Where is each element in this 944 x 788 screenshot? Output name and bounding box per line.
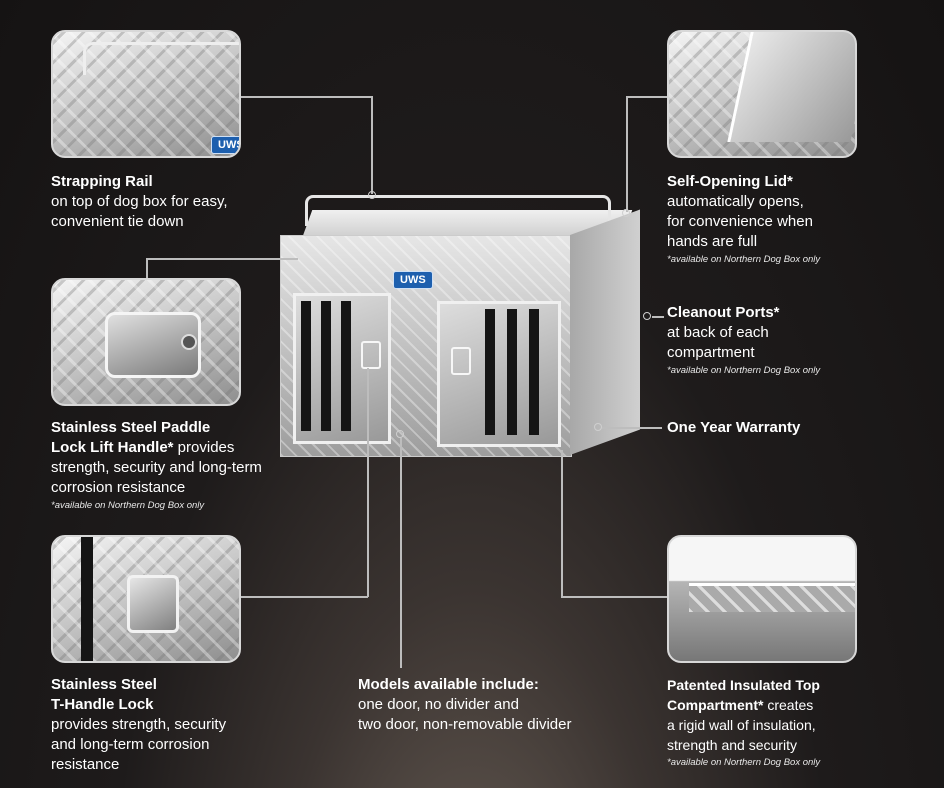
- connector-warranty: [602, 427, 662, 429]
- connector-insulated-v: [561, 450, 563, 597]
- connector-insulated-h: [561, 596, 667, 598]
- callout-title: Compartment*: [667, 697, 764, 713]
- callout-body-line: two door, non-removable divider: [358, 716, 572, 733]
- callout-title: Lock Lift Handle*: [51, 439, 174, 456]
- uws-logo-badge-main: UWS: [393, 271, 433, 289]
- callout-body-line: strength, security and long-term: [51, 459, 262, 476]
- callout-note: *available on Northern Dog Box only: [667, 757, 821, 768]
- callout-title: Stainless Steel: [51, 676, 157, 693]
- box-side: [570, 209, 640, 455]
- callout-note: *available on Northern Dog Box only: [667, 365, 821, 376]
- callout-models: Models available include: one door, no d…: [358, 675, 628, 735]
- callout-note: *available on Northern Dog Box only: [667, 254, 821, 265]
- callout-title: Stainless Steel Paddle: [51, 419, 211, 436]
- callout-body-line: automatically opens,: [667, 193, 804, 210]
- connector-paddle-h: [146, 258, 298, 260]
- callout-body-line: hands are full: [667, 233, 758, 250]
- callout-title-line2: Lock Lift Handle* provides: [51, 438, 331, 458]
- rail-graphic: [83, 42, 239, 75]
- callout-title-line2: Compartment* creates: [667, 695, 917, 715]
- left-door-handle: [361, 341, 381, 369]
- callout-body-line: a rigid wall of insulation,: [667, 717, 816, 733]
- left-door-vent-1: [301, 301, 311, 431]
- callout-body-line: and long-term corrosion: [51, 736, 210, 753]
- callout-body-line: resistance: [51, 756, 120, 773]
- paddle-lock-photo: [51, 278, 241, 406]
- right-door-vent-1: [485, 309, 495, 435]
- callout-title: Patented Insulated Top: [667, 677, 820, 693]
- callout-title: Strapping Rail: [51, 173, 153, 190]
- callout-cleanout-ports: Cleanout Ports* at back of each compartm…: [667, 303, 907, 379]
- left-door-vent-3: [341, 301, 351, 431]
- callout-warranty: One Year Warranty: [667, 418, 907, 438]
- callout-body-line: strength and security: [667, 737, 797, 753]
- callout-body-line: at back of each: [667, 324, 769, 341]
- callout-t-handle: Stainless Steel T-Handle Lock provides s…: [51, 675, 301, 775]
- connector-paddle-v: [146, 258, 148, 278]
- connector-dot-cleanout: [643, 312, 651, 320]
- callout-title: One Year Warranty: [667, 419, 801, 436]
- callout-self-opening-lid: Self-Opening Lid* automatically opens, f…: [667, 172, 907, 268]
- lid-graphic: [727, 32, 855, 142]
- callout-body-line: one door, no divider and: [358, 696, 519, 713]
- callout-title: Models available include:: [358, 676, 539, 693]
- connector-lid-h: [626, 96, 667, 98]
- t-handle-graphic: [127, 575, 179, 633]
- connector-strapping-h: [241, 96, 372, 98]
- callout-note: *available on Northern Dog Box only: [51, 500, 205, 511]
- connector-dot-models: [396, 430, 404, 438]
- callout-body-line: on top of dog box for easy,: [51, 193, 228, 210]
- connector-dot-strapping: [368, 191, 376, 199]
- strapping-rail-photo: UWS: [51, 30, 241, 158]
- connector-dot-warranty: [594, 423, 602, 431]
- callout-body-line: compartment: [667, 344, 755, 361]
- callout-body-line: for convenience when: [667, 213, 813, 230]
- insulated-top-photo: [667, 535, 857, 663]
- t-handle-lock-photo: [51, 535, 241, 663]
- callout-title: Self-Opening Lid*: [667, 173, 793, 190]
- callout-body-line: provides strength, security: [51, 716, 227, 733]
- left-door-vent-2: [321, 301, 331, 431]
- uws-logo-badge: UWS: [211, 136, 239, 154]
- self-opening-lid-photo: [667, 30, 857, 158]
- callout-title-suffix: provides: [173, 439, 235, 456]
- connector-thandle-v: [367, 368, 369, 597]
- callout-insulated-top: Patented Insulated Top Compartment* crea…: [667, 675, 917, 771]
- callout-body-line: convenient tie down: [51, 213, 184, 230]
- connector-strapping-v: [371, 96, 373, 194]
- right-door-handle: [451, 347, 471, 375]
- callout-body-line: corrosion resistance: [51, 479, 186, 496]
- callout-strapping-rail: Strapping Rail on top of dog box for eas…: [51, 172, 281, 232]
- right-door-vent-3: [529, 309, 539, 435]
- lock-cylinder-icon: [181, 334, 197, 350]
- callout-title: Cleanout Ports*: [667, 304, 780, 321]
- connector-dot-lid: [622, 209, 630, 217]
- right-door-vent-2: [507, 309, 517, 435]
- connector-thandle-h: [241, 596, 368, 598]
- vent-bar: [81, 537, 93, 661]
- callout-title: T-Handle Lock: [51, 696, 154, 713]
- strapping-rail: [305, 195, 611, 226]
- connector-lid-v: [626, 96, 628, 212]
- connector-cleanout: [652, 316, 664, 318]
- dog-box-image: UWS: [275, 195, 645, 460]
- callout-title-suffix: creates: [763, 697, 814, 713]
- connector-models-v: [400, 438, 402, 668]
- callout-paddle-lock: Stainless Steel Paddle Lock Lift Handle*…: [51, 418, 331, 514]
- insulated-lid-graphic: [689, 583, 855, 612]
